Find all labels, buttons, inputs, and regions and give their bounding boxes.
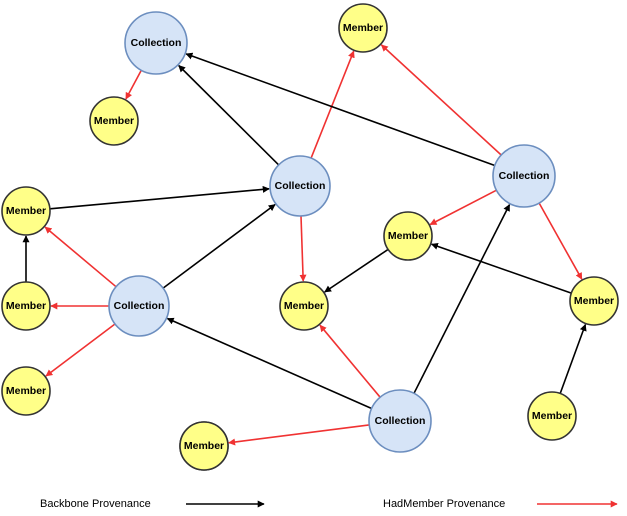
member-label: Member [574,295,614,307]
member-circle [1,366,51,416]
collection-node-c3[interactable]: Collection [492,144,556,208]
member-circle [279,281,329,331]
collection-label: Collection [499,170,550,182]
backbone-edge-c2-c1 [178,64,280,166]
hadmember-edge-c2-m2 [310,50,355,159]
member-node-m8[interactable]: Member [279,281,329,331]
collection-label: Collection [114,300,165,312]
member-label: Member [6,385,46,397]
member-label: Member [284,300,324,312]
nodes-layer: CollectionCollectionCollectionCollection… [1,3,619,471]
collection-label: Collection [131,37,182,49]
member-circle [179,421,229,471]
member-label: Member [388,230,428,242]
collection-label: Collection [275,180,326,192]
backbone-edge-c5-c3 [413,203,511,394]
backbone-edge-m3-c2 [49,185,270,210]
member-circle [89,96,139,146]
member-label: Member [184,440,224,452]
member-label: Member [94,115,134,127]
member-circle [527,391,577,441]
backbone-edge-c3-c1 [185,52,496,167]
backbone-edge-c5-c4 [166,317,372,410]
member-node-m5[interactable]: Member [1,366,51,416]
collection-circle [492,144,556,208]
hadmember-edge-c2-m8 [299,215,307,282]
member-label: Member [6,205,46,217]
member-node-m11[interactable]: Member [527,391,577,441]
backbone-edge-c4-c2 [162,203,276,289]
member-label: Member [532,410,572,422]
edges-layer [22,44,587,446]
legend-backbone-label: Backbone Provenance [40,498,151,510]
hadmember-edge-c4-m5 [45,323,116,377]
collection-node-c4[interactable]: Collection [108,275,170,337]
collection-circle [269,155,331,217]
member-node-m7[interactable]: Member [179,421,229,471]
hadmember-edge-c1-m1 [125,69,143,100]
collection-node-c2[interactable]: Collection [269,155,331,217]
backbone-edge-m10-m9 [430,242,572,294]
member-label: Member [6,300,46,312]
hadmember-edge-c3-m10 [538,202,583,280]
member-node-m2[interactable]: Member [338,3,388,53]
hadmember-edge-c4-m3 [44,226,117,288]
member-node-m10[interactable]: Member [569,276,619,326]
member-circle [569,276,619,326]
collection-circle [108,275,170,337]
member-node-m9[interactable]: Member [383,211,433,261]
member-node-m1[interactable]: Member [89,96,139,146]
backbone-edge-m9-m8 [324,248,389,293]
hadmember-edge-c3-m2 [380,44,502,156]
hadmember-edge-c5-m7 [228,424,370,446]
collection-circle [368,389,432,453]
hadmember-edge-c3-m9 [429,189,497,226]
member-node-m3[interactable]: Member [1,186,51,236]
legend: Backbone Provenance HadMember Provenance [40,498,618,510]
collection-node-c1[interactable]: Collection [124,11,188,75]
member-circle [1,281,51,331]
member-circle [1,186,51,236]
member-circle [338,3,388,53]
member-node-m4[interactable]: Member [1,281,51,331]
collection-node-c5[interactable]: Collection [368,389,432,453]
member-circle [383,211,433,261]
hadmember-edge-c5-m8 [319,324,381,398]
collection-circle [124,11,188,75]
collection-label: Collection [375,415,426,427]
member-label: Member [343,22,383,34]
legend-hadmember-label: HadMember Provenance [383,498,505,510]
backbone-edge-m11-m10 [559,323,587,394]
